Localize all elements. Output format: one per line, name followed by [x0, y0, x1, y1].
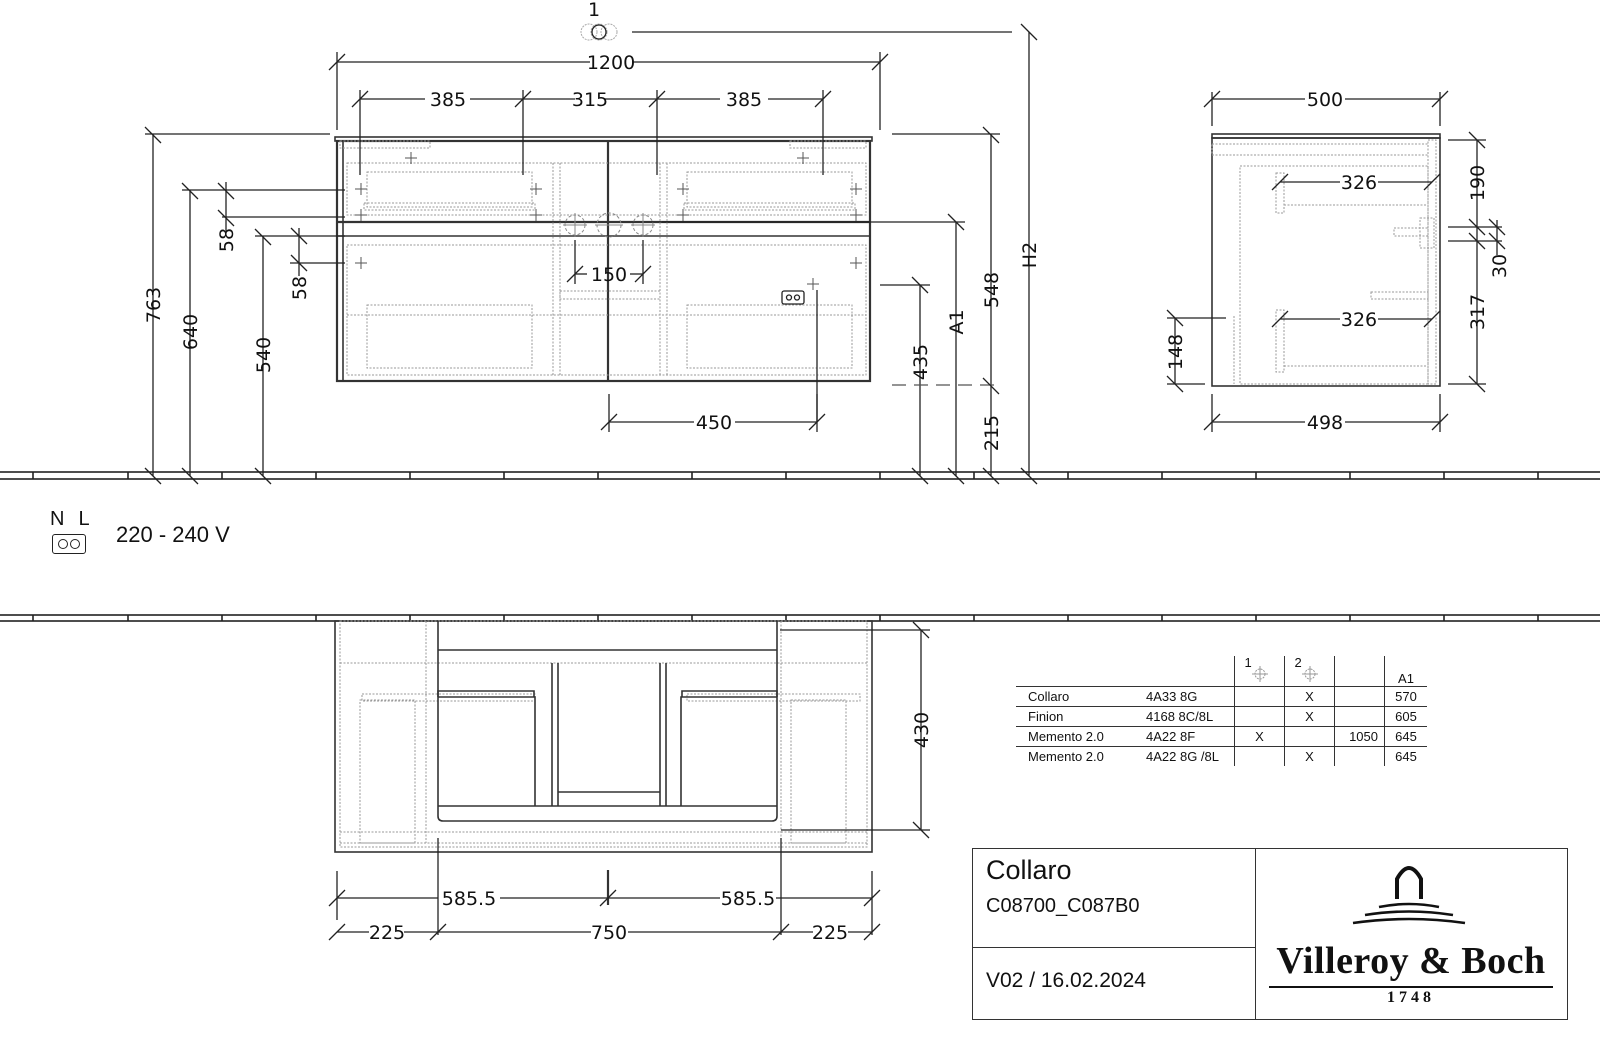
neutral-label: N: [50, 508, 67, 530]
table-cell: X: [1284, 706, 1335, 727]
product-name: Collaro: [986, 855, 1072, 885]
table-cell: X: [1234, 726, 1285, 747]
svg-text:58: 58: [289, 276, 311, 300]
table-cell: Memento 2.0: [1016, 726, 1134, 747]
brand-name: Villeroy & Boch: [1276, 940, 1546, 982]
table-cell: X: [1284, 686, 1335, 707]
table-cell: 4168 8C/8L: [1134, 706, 1235, 727]
table-cell: Memento 2.0: [1028, 749, 1104, 764]
tap-holes: [563, 212, 655, 238]
table-cell: 4A22 8G /8L: [1134, 746, 1235, 766]
svg-text:326: 326: [1341, 309, 1377, 331]
title-block: Collaro C08700_C087B0 V02 / 16.02.2024 V…: [972, 848, 1568, 1020]
front-view: 1: [143, 0, 1041, 485]
table-row: Finion 4168 8C/8L X 605: [1016, 706, 1427, 727]
header-cell: 2: [1284, 655, 1335, 687]
svg-text:225: 225: [369, 922, 405, 944]
table-cell: 645: [1395, 749, 1417, 764]
table-cell: [1234, 746, 1285, 766]
brand-year: 1748: [1387, 989, 1435, 1006]
title-top-cell: Collaro C08700_C087B0: [973, 849, 1255, 948]
live-label: L: [78, 508, 92, 530]
svg-text:548: 548: [981, 272, 1003, 308]
svg-text:750: 750: [591, 922, 627, 944]
table-cell: Collaro: [1016, 686, 1134, 707]
version-date: V02 / 16.02.2024: [986, 969, 1146, 992]
article-code: C08700_C087B0: [986, 895, 1140, 917]
svg-text:215: 215: [981, 415, 1003, 451]
table-cell: [1334, 706, 1385, 727]
floor-line-top: [0, 471, 1600, 480]
svg-text:1200: 1200: [587, 52, 635, 74]
svg-text:225: 225: [812, 922, 848, 944]
plan-view: 430 585.5 585.5 225 750 225: [328, 620, 933, 944]
svg-text:385: 385: [726, 89, 762, 111]
svg-text:585.5: 585.5: [721, 888, 775, 910]
crosshair-icon: [1301, 666, 1318, 682]
header-cell: [1134, 656, 1235, 687]
header-cell: [1016, 656, 1134, 687]
svg-text:317: 317: [1467, 294, 1489, 330]
table-row: Memento 2.0 4A22 8G /8L X 645: [1016, 746, 1427, 766]
table-row: Collaro 4A33 8G X 570: [1016, 686, 1427, 707]
voltage-label: 220 - 240 V: [116, 522, 230, 547]
header-cell: [1334, 656, 1385, 687]
title-info: Collaro C08700_C087B0 V02 / 16.02.2024: [973, 849, 1256, 1019]
table-cell: 645: [1384, 726, 1427, 747]
connection-marker-icon: 1: [580, 0, 1012, 41]
table-cell: [1284, 726, 1335, 747]
villeroy-boch-fountain-icon: [1352, 866, 1466, 925]
table-cell: 605: [1384, 706, 1427, 727]
svg-text:326: 326: [1341, 172, 1377, 194]
svg-text:1: 1: [588, 0, 600, 21]
table-cell: [1234, 706, 1285, 727]
crosshair-icon: [1251, 666, 1268, 682]
table-cell: X: [1284, 746, 1335, 766]
table-row: Memento 2.0 4A22 8F X 1050 645: [1016, 726, 1427, 747]
svg-text:498: 498: [1307, 412, 1343, 434]
wall-line-plan: [0, 614, 1600, 622]
compatibility-table: 1 2 A1 Collaro 4A33 8G X 570 Finion 4168…: [1016, 655, 1427, 766]
svg-text:30: 30: [1489, 254, 1511, 278]
table-cell: 1050: [1334, 726, 1385, 747]
table-cell: 4A22 8F: [1134, 726, 1235, 747]
table-cell: 570: [1384, 686, 1427, 707]
socket-icon: [52, 534, 86, 554]
table-cell: [1334, 746, 1385, 766]
header-cell: 1: [1234, 655, 1285, 687]
header-cell: A1: [1384, 656, 1427, 687]
svg-text:148: 148: [1165, 334, 1187, 370]
table-cell: 4A33 8G: [1134, 686, 1235, 707]
svg-text:540: 540: [253, 337, 275, 373]
svg-text:435: 435: [910, 344, 932, 380]
table-cell: [1334, 686, 1385, 707]
socket-icon: [781, 290, 805, 305]
svg-text:430: 430: [911, 712, 933, 748]
table-header-row: 1 2 A1: [1016, 655, 1427, 687]
svg-text:763: 763: [143, 287, 165, 323]
svg-text:150: 150: [591, 264, 627, 286]
svg-text:385: 385: [430, 89, 466, 111]
svg-text:585.5: 585.5: [442, 888, 496, 910]
table-cell: [1234, 686, 1285, 707]
svg-text:H2: H2: [1019, 242, 1041, 268]
svg-text:500: 500: [1307, 89, 1343, 111]
svg-text:315: 315: [572, 89, 608, 111]
brand-logo-area: Villeroy & Boch 1748: [1255, 849, 1567, 1019]
svg-text:58: 58: [216, 228, 238, 252]
brand-underline: [1269, 986, 1553, 988]
side-view: 500 498 326 326 190 30 317 148: [1165, 89, 1511, 434]
svg-text:A1: A1: [946, 309, 968, 334]
svg-text:450: 450: [696, 412, 732, 434]
svg-text:640: 640: [180, 314, 202, 350]
svg-text:190: 190: [1467, 165, 1489, 201]
table-cell: Finion: [1016, 706, 1134, 727]
